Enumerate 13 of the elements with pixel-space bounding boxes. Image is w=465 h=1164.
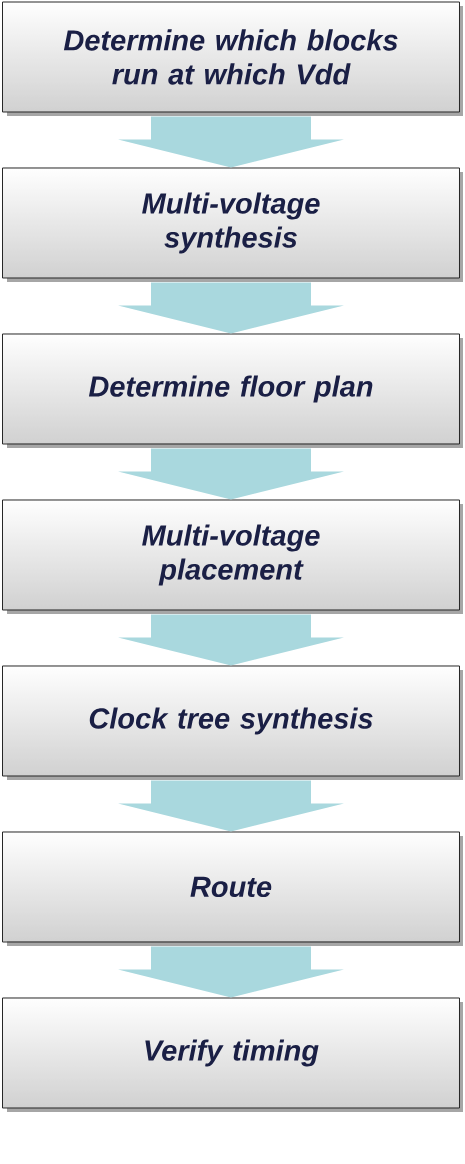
process-box: Determine which blocks run at which Vdd — [2, 1, 463, 116]
process-box: Multi-voltage placement — [2, 499, 463, 614]
block-arrow — [118, 448, 344, 500]
block-arrow — [118, 614, 344, 666]
process-box: Verify timing — [2, 997, 463, 1112]
process-box: Clock tree synthesis — [2, 665, 463, 780]
block-arrow — [118, 946, 344, 998]
block-arrow — [118, 780, 344, 832]
process-box: Determine floor plan — [2, 333, 463, 448]
process-box: Route — [2, 831, 463, 946]
block-arrow — [118, 282, 344, 334]
block-arrow — [118, 116, 344, 168]
process-box: Multi-voltage synthesis — [2, 167, 463, 282]
